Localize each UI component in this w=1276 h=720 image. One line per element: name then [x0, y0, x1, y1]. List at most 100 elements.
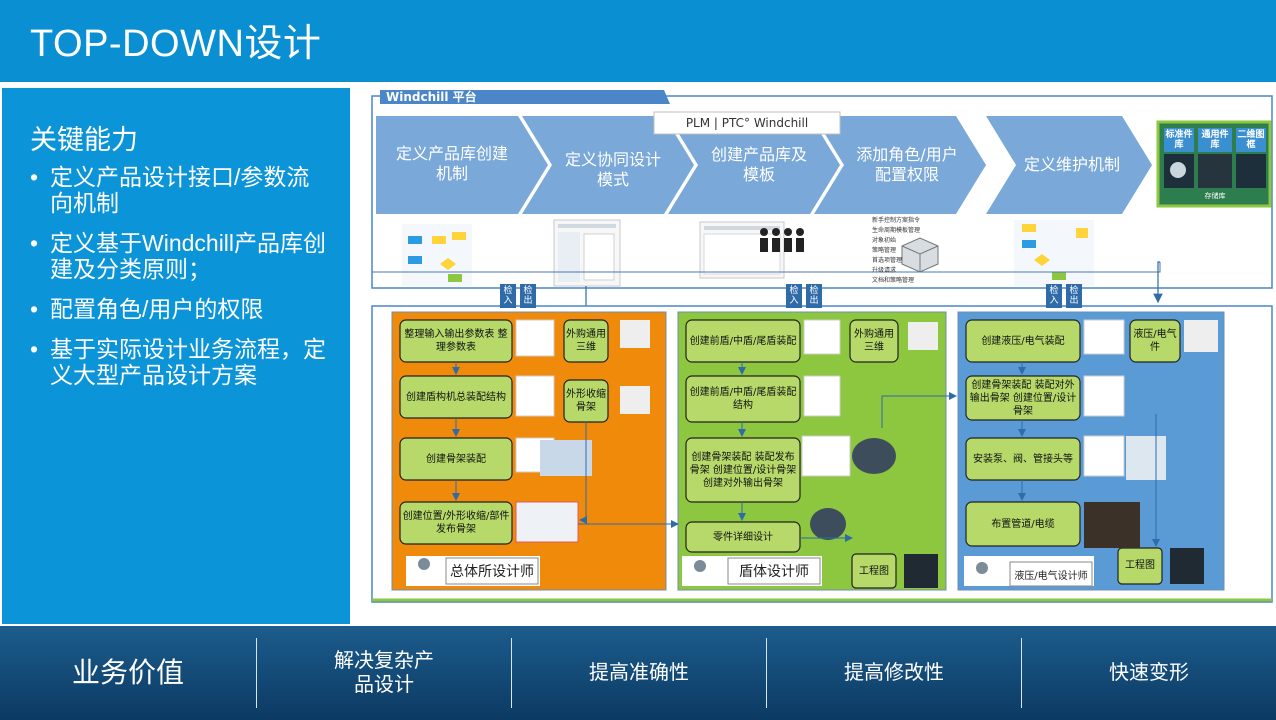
machine-thumbnail — [540, 440, 592, 476]
role-label-box — [727, 557, 821, 585]
library-tab-label: 二维图框 — [1237, 130, 1265, 150]
business-value-bar: 业务价值 解决复杂产品设计 提高准确性 提高修改性 快速变形 — [0, 626, 1276, 720]
connector-line — [372, 262, 1161, 273]
flowchart-thumbnail — [402, 224, 472, 286]
menu-line: 生命周期模板管理 — [872, 227, 921, 234]
chevron-step — [986, 116, 1152, 214]
role-label: 总体所设计师 — [450, 564, 534, 580]
process-box — [965, 501, 1081, 547]
side-step-label: 外购通用三维 — [854, 329, 894, 353]
cylinder-thumbnail — [852, 438, 896, 474]
side-step-label: 外购通用三维 — [566, 329, 606, 353]
library-tab — [1198, 128, 1232, 152]
table-thumbnail — [803, 375, 841, 417]
business-value-item: 提高准确性 — [589, 662, 689, 684]
library-tab-label: 通用件库 — [1201, 130, 1229, 150]
cylinder-thumbnail — [810, 508, 846, 540]
process-diagram: Windchill 平台 — [352, 84, 1276, 608]
business-value-item: 快速变形 — [1109, 662, 1189, 684]
capability-item: 定义产品设计接口/参数流向机制 — [30, 164, 330, 216]
drawing-box — [851, 553, 897, 589]
process-box — [399, 501, 513, 545]
capabilities-panel: 关键能力 定义产品设计接口/参数流向机制 定义基于Windchill产品库创建及… — [2, 88, 350, 624]
side-step-label: 外形收缩骨架 — [566, 389, 606, 413]
software-screenshot — [553, 219, 621, 287]
drawing-label: 工程图 — [859, 566, 889, 577]
process-box — [965, 437, 1081, 481]
value-divider — [256, 638, 257, 708]
business-value-item: 解决复杂产品设计 — [334, 650, 434, 696]
process-step-label: 创建骨架装配 — [426, 453, 486, 465]
table-thumbnail — [515, 375, 555, 417]
process-step-label: 创建盾构机总装配结构 — [406, 391, 506, 403]
library-tab — [1236, 128, 1266, 152]
menu-list: 新手控制方案指令 生命周期模板管理 对象初始 策略管理 首选项管理 升级请求 文… — [872, 216, 962, 286]
part-thumbnail — [620, 320, 650, 348]
capabilities-list: 定义产品设计接口/参数流向机制 定义基于Windchill产品库创建及分类原则；… — [30, 164, 330, 402]
value-divider — [766, 638, 767, 708]
side-step-label: 液压/电气件 — [1133, 329, 1177, 353]
capability-item: 定义基于Windchill产品库创建及分类原则； — [30, 230, 330, 282]
capability-item: 基于实际设计业务流程，定义大型产品设计方案 — [30, 336, 330, 388]
menu-line: 策略管理 — [872, 247, 897, 254]
table-thumbnail — [515, 319, 555, 357]
process-step-label: 创建液压/电气装配 — [981, 335, 1065, 347]
process-step-label: 布置管道/电缆 — [991, 518, 1055, 530]
process-step-label: 零件详细设计 — [713, 531, 773, 543]
part-thumbnail — [908, 322, 938, 350]
table-thumbnail — [801, 435, 851, 477]
library-tab-label: 标准件库 — [1165, 130, 1193, 150]
chevron-row — [376, 116, 1152, 214]
checkout-label: 检出 — [806, 284, 822, 308]
side-box — [563, 319, 609, 363]
drawing-thumbnail — [904, 554, 938, 588]
checkout-label: 检出 — [1066, 284, 1082, 308]
process-box — [965, 319, 1081, 363]
software-screenshot — [699, 221, 785, 279]
process-box — [965, 375, 1081, 421]
menu-line: 文档和策略管理 — [872, 277, 915, 284]
checkin-label: 检入 — [1046, 284, 1062, 308]
table-thumbnail — [803, 319, 841, 355]
designer-icon — [694, 560, 706, 572]
process-box — [685, 437, 801, 503]
header-bar: TOP-DOWN设计 — [0, 0, 1276, 82]
page-title: TOP-DOWN设计 — [30, 23, 322, 65]
value-divider — [1021, 638, 1022, 708]
drawing-label: 工程图 — [1125, 560, 1155, 571]
role-label-box — [445, 557, 539, 585]
people-icon — [760, 228, 804, 252]
role-label: 液压/电气设计师 — [1014, 570, 1088, 582]
checkin-label: 检入 — [786, 284, 802, 308]
chevron-label: 定义协同设计模式 — [564, 150, 661, 189]
valve-thumbnail — [1126, 436, 1166, 480]
process-step-label: 安装泵、阀、管接头等 — [973, 453, 1073, 465]
process-step-label: 创建前盾/中盾/尾盾装配结构 — [689, 387, 797, 411]
menu-line: 新手控制方案指令 — [872, 217, 921, 224]
process-box — [685, 319, 801, 363]
menu-line: 升级请求 — [872, 267, 897, 274]
chevron-label: 添加角色/用户配置权限 — [856, 145, 958, 184]
role-label-box — [1009, 561, 1093, 587]
platform-label: Windchill 平台 — [386, 89, 477, 104]
flowchart-thumbnail — [1014, 220, 1094, 286]
table-thumbnail — [1083, 435, 1125, 477]
business-value-label: 业务价值 — [71, 657, 184, 688]
process-step-label: 创建前盾/中盾/尾盾装配 — [689, 335, 797, 347]
platform-tab — [380, 90, 670, 104]
chevron-step — [522, 116, 694, 214]
process-box — [685, 375, 801, 423]
connector-arrow — [1153, 261, 1163, 304]
process-step-label: 创建骨架装配 装配对外输出骨架 创建位置/设计骨架 — [969, 379, 1077, 417]
model-thumbnail — [515, 501, 579, 543]
flow-arrow — [881, 392, 957, 428]
table-thumbnail — [1083, 319, 1125, 355]
capability-item: 配置角色/用户的权限 — [30, 296, 330, 322]
part-thumbnail — [620, 386, 650, 414]
capabilities-title: 关键能力 — [30, 125, 138, 155]
side-box — [849, 319, 899, 363]
menu-line: 对象初始 — [872, 237, 897, 244]
checkout-label: 检出 — [520, 284, 536, 308]
value-divider — [511, 638, 512, 708]
library-thumb — [1236, 154, 1266, 188]
